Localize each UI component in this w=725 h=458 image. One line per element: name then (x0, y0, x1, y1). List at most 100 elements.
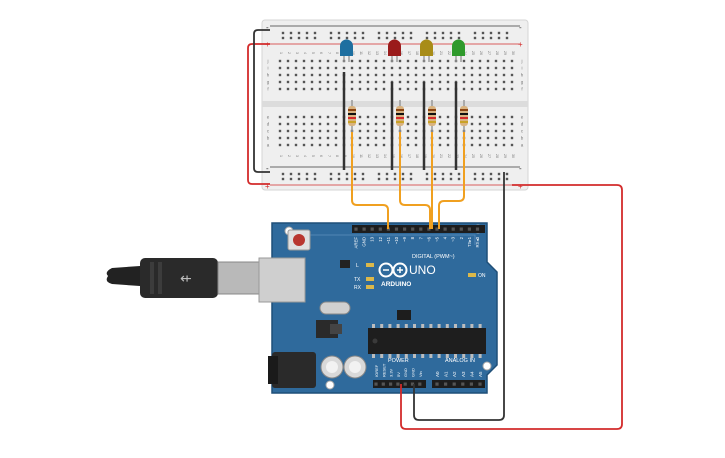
breadboard-hole[interactable] (486, 73, 490, 77)
digital-pin-socket[interactable] (427, 227, 431, 231)
digital-pin-socket[interactable] (459, 227, 463, 231)
breadboard-hole[interactable] (510, 136, 514, 140)
rail-hole[interactable] (385, 172, 389, 176)
breadboard-hole[interactable] (462, 87, 466, 91)
breadboard-hole[interactable] (358, 115, 362, 119)
breadboard-hole[interactable] (502, 136, 506, 140)
breadboard-hole[interactable] (470, 80, 474, 84)
rail-hole[interactable] (345, 172, 349, 176)
breadboard-hole[interactable] (414, 129, 418, 133)
breadboard-hole[interactable] (406, 136, 410, 140)
breadboard-hole[interactable] (358, 59, 362, 63)
breadboard-hole[interactable] (294, 115, 298, 119)
rail-hole[interactable] (345, 36, 349, 40)
breadboard-hole[interactable] (478, 115, 482, 119)
breadboard-hole[interactable] (454, 73, 458, 77)
rail-hole[interactable] (473, 172, 477, 176)
rail-hole[interactable] (305, 177, 309, 181)
breadboard-hole[interactable] (310, 80, 314, 84)
rail-hole[interactable] (481, 172, 485, 176)
breadboard-hole[interactable] (318, 136, 322, 140)
rail-hole[interactable] (457, 172, 461, 176)
digital-pin-socket[interactable] (411, 227, 415, 231)
breadboard-hole[interactable] (310, 122, 314, 126)
resistor-4[interactable] (460, 100, 468, 132)
digital-pin-socket[interactable] (378, 227, 382, 231)
analog-pin-socket[interactable] (461, 382, 465, 386)
breadboard-hole[interactable] (494, 136, 498, 140)
rail-hole[interactable] (329, 177, 333, 181)
breadboard-hole[interactable] (374, 143, 378, 147)
digital-pin-socket[interactable] (435, 227, 439, 231)
breadboard-hole[interactable] (398, 80, 402, 84)
breadboard-hole[interactable] (470, 129, 474, 133)
arduino-uno-board[interactable]: ⇷ L TX RX (106, 222, 498, 394)
rail-hole[interactable] (497, 177, 501, 181)
breadboard-hole[interactable] (446, 129, 450, 133)
breadboard-hole[interactable] (278, 87, 282, 91)
breadboard-hole[interactable] (382, 136, 386, 140)
breadboard-hole[interactable] (382, 143, 386, 147)
breadboard-hole[interactable] (310, 129, 314, 133)
breadboard-hole[interactable] (414, 87, 418, 91)
digital-pin-socket[interactable] (403, 227, 407, 231)
breadboard-hole[interactable] (358, 80, 362, 84)
power-pin-socket[interactable] (403, 382, 407, 386)
rail-hole[interactable] (481, 177, 485, 181)
breadboard-hole[interactable] (478, 122, 482, 126)
breadboard-hole[interactable] (462, 66, 466, 70)
breadboard-hole[interactable] (406, 87, 410, 91)
breadboard-hole[interactable] (342, 66, 346, 70)
breadboard-hole[interactable] (478, 66, 482, 70)
breadboard-hole[interactable] (374, 66, 378, 70)
rail-hole[interactable] (281, 36, 285, 40)
rail-hole[interactable] (425, 36, 429, 40)
breadboard-hole[interactable] (326, 80, 330, 84)
analog-pin-socket[interactable] (444, 382, 448, 386)
rail-hole[interactable] (297, 172, 301, 176)
breadboard-hole[interactable] (286, 87, 290, 91)
breadboard-hole[interactable] (294, 80, 298, 84)
breadboard-hole[interactable] (406, 80, 410, 84)
rail-hole[interactable] (361, 177, 365, 181)
breadboard-hole[interactable] (486, 136, 490, 140)
breadboard-hole[interactable] (374, 59, 378, 63)
breadboard-hole[interactable] (302, 66, 306, 70)
digital-pin-socket[interactable] (467, 227, 471, 231)
wire-red-5v[interactable] (400, 184, 623, 430)
breadboard-hole[interactable] (486, 115, 490, 119)
rail-hole[interactable] (297, 36, 301, 40)
breadboard-hole[interactable] (334, 73, 338, 77)
power-pin-socket[interactable] (410, 382, 415, 386)
rail-hole[interactable] (401, 36, 405, 40)
breadboard-hole[interactable] (494, 115, 498, 119)
digital-pin-socket[interactable] (451, 227, 455, 231)
breadboard-hole[interactable] (302, 129, 306, 133)
breadboard-hole[interactable] (366, 129, 370, 133)
breadboard-hole[interactable] (430, 87, 434, 91)
digital-pin-socket[interactable] (386, 227, 390, 231)
rail-hole[interactable] (505, 36, 509, 40)
breadboard-hole[interactable] (486, 80, 490, 84)
rail-hole[interactable] (385, 31, 389, 35)
breadboard-hole[interactable] (350, 66, 354, 70)
breadboard-hole[interactable] (318, 115, 322, 119)
breadboard-hole[interactable] (334, 129, 338, 133)
rail-hole[interactable] (489, 172, 493, 176)
breadboard-hole[interactable] (286, 143, 290, 147)
breadboard-hole[interactable] (470, 73, 474, 77)
breadboard-hole[interactable] (414, 66, 418, 70)
breadboard-hole[interactable] (278, 59, 282, 63)
breadboard-hole[interactable] (494, 122, 498, 126)
breadboard-hole[interactable] (350, 59, 354, 63)
rail-hole[interactable] (433, 177, 437, 181)
breadboard-hole[interactable] (294, 143, 298, 147)
rail-hole[interactable] (281, 172, 285, 176)
breadboard-hole[interactable] (366, 143, 370, 147)
breadboard-hole[interactable] (358, 87, 362, 91)
breadboard-hole[interactable] (390, 66, 394, 70)
breadboard-hole[interactable] (502, 87, 506, 91)
breadboard-hole[interactable] (302, 73, 306, 77)
breadboard-hole[interactable] (406, 122, 410, 126)
breadboard-hole[interactable] (302, 59, 306, 63)
